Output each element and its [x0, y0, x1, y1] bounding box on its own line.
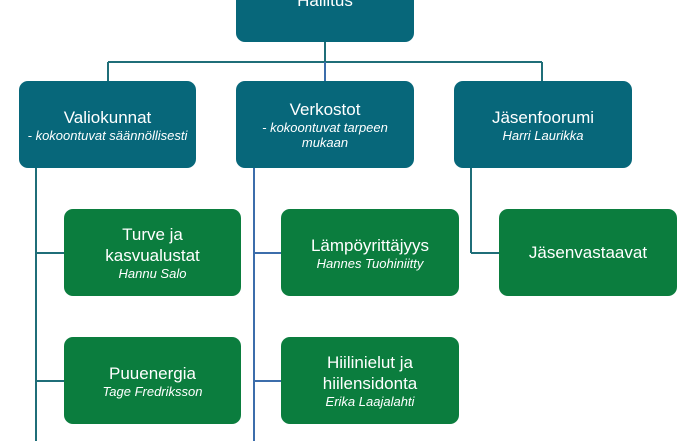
- org-box-title: Lämpöyrittäjyys: [310, 235, 430, 255]
- org-box-hiilinielut-ja-hiilensidonta: Hiilinielut ja hiilensidonta Erika Laaja…: [281, 337, 459, 424]
- org-box-title: Jäsenvastaavat: [528, 243, 648, 262]
- org-box-title: Puuenergia: [109, 363, 196, 383]
- org-box-subtitle: Erika Laajalahti: [325, 394, 415, 409]
- org-box-subtitle: - kokoontuvat tarpeen mukaan: [262, 120, 388, 150]
- org-box-title: Verkostot: [289, 100, 361, 119]
- org-box-puuenergia: Puuenergia Tage Fredriksson: [64, 337, 241, 424]
- org-box-title: Jäsenfoorumi: [491, 107, 595, 127]
- org-box-title: Turve ja kasvualustat: [105, 225, 200, 265]
- org-box-turve-ja-kasvualustat: Turve ja kasvualustat Hannu Salo: [64, 209, 241, 296]
- org-box-lampoyrittajyys: Lämpöyrittäjyys Hannes Tuohiniitty: [281, 209, 459, 296]
- org-box-hallitus: Hallitus: [236, 0, 414, 42]
- org-box-subtitle: Harri Laurikka: [502, 127, 584, 143]
- org-box-title: Hiilinielut ja hiilensidonta: [322, 353, 418, 393]
- org-box-jasenfoorumi: Jäsenfoorumi Harri Laurikka: [454, 81, 632, 168]
- org-box-subtitle: Tage Fredriksson: [102, 383, 203, 399]
- org-box-valiokunnat: Valiokunnat - kokoontuvat säännöllisesti: [19, 81, 196, 168]
- org-box-title: Hallitus: [297, 0, 353, 10]
- org-box-subtitle: - kokoontuvat säännöllisesti: [27, 127, 188, 143]
- org-box-subtitle: Hannes Tuohiniitty: [316, 255, 424, 271]
- org-box-verkostot: Verkostot - kokoontuvat tarpeen mukaan: [236, 81, 414, 168]
- org-box-jasenvastaavat: Jäsenvastaavat: [499, 209, 677, 296]
- org-box-subtitle: Hannu Salo: [118, 266, 187, 281]
- org-box-title: Valiokunnat: [63, 107, 152, 127]
